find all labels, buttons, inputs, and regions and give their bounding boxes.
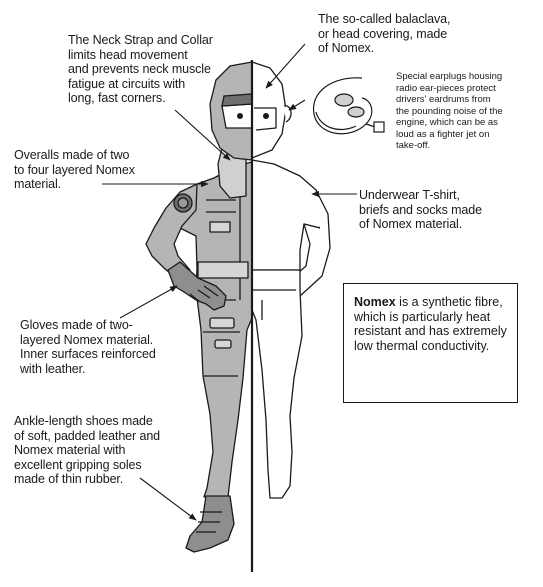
label-balaclava: The so-called balaclava, or head coverin…: [318, 12, 450, 56]
earplug-illustration: [314, 78, 384, 134]
nomex-definition-box: Nomex is a synthetic fibre, which is par…: [343, 283, 518, 403]
label-overalls: Overalls made of two to four layered Nom…: [14, 148, 135, 192]
pointer-gloves: [120, 286, 177, 318]
nomex-definition: Nomex is a synthetic fibre, which is par…: [354, 295, 512, 353]
label-gloves: Gloves made of two- layered Nomex materi…: [20, 318, 156, 376]
racing-shoe: [186, 496, 234, 552]
nomex-term: Nomex: [354, 295, 396, 309]
pointer-balaclava: [266, 44, 305, 88]
label-earplugs: Special earplugs housing radio ear-piece…: [396, 71, 503, 152]
helmet: [210, 62, 252, 160]
balaclava-head: [252, 62, 286, 158]
briefs-legs: [252, 270, 302, 498]
underwear-figure: [252, 62, 330, 498]
label-shoes: Ankle-length shoes made of soft, padded …: [14, 414, 160, 487]
label-underwear: Underwear T-shirt, briefs and socks made…: [359, 188, 482, 232]
label-neck-strap: The Neck Strap and Collar limits head mo…: [68, 33, 213, 106]
pointer-earplugs: [289, 100, 305, 110]
racing-suit: [146, 148, 252, 552]
